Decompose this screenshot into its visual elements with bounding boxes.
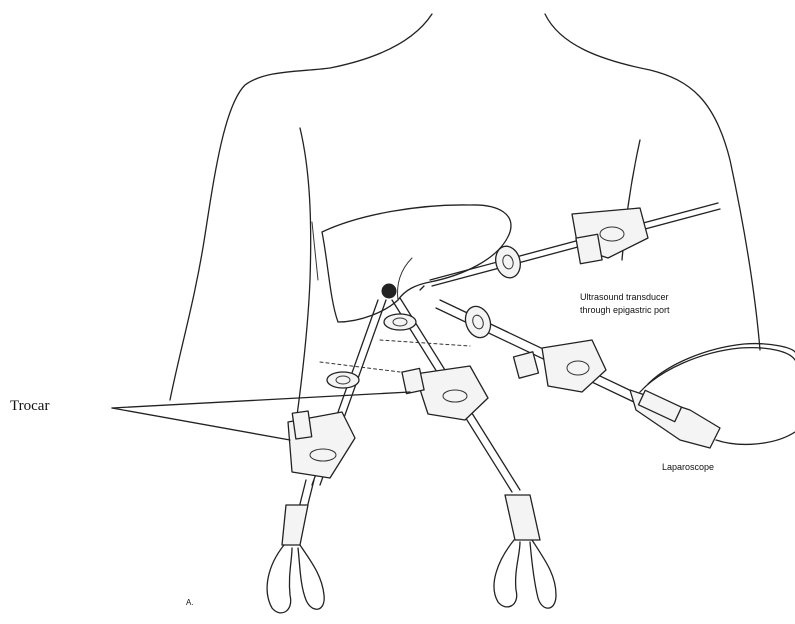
liver: [322, 205, 511, 322]
ultrasound-label-line2: through epigastric port: [580, 305, 670, 315]
laparoscope: [436, 300, 795, 448]
panel-label: A.: [186, 598, 194, 607]
ultrasound-label-line1: Ultrasound transducer: [580, 292, 669, 302]
alignment-guides: [320, 340, 470, 372]
left-trocar-instrument: [267, 300, 386, 613]
center-trocar-instrument: [384, 298, 556, 608]
trocar-pointer-lines: [112, 392, 410, 440]
liver-lesion: [382, 284, 396, 298]
ultrasound-transducer: [420, 203, 720, 290]
trocar-label: Trocar: [10, 398, 49, 415]
laparoscope-label: Laparoscope: [662, 462, 714, 472]
